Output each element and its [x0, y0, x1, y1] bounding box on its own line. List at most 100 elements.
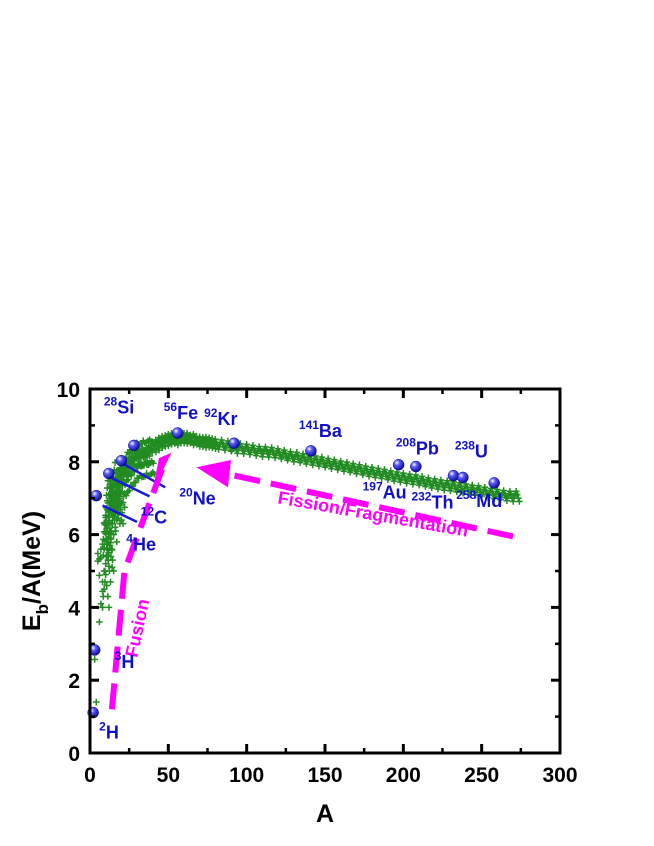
nucleus-cross-mark	[328, 463, 336, 470]
nucleus-cross-mark	[366, 470, 373, 478]
nucleus-mass-number: 92	[204, 406, 218, 420]
nucleus-symbol: Pb	[416, 439, 439, 459]
nucleus-mass-number: 2	[99, 720, 106, 734]
nucleus-cross-mark	[278, 453, 286, 461]
y-tick-label: 0	[68, 743, 80, 766]
nucleus-cross-mark	[119, 520, 127, 527]
nucleus-cross-mark	[132, 479, 139, 486]
nucleus-cross-mark	[309, 459, 317, 467]
nucleus-label-md258: 258Md	[456, 488, 502, 511]
nucleus-cross-mark	[266, 451, 273, 458]
nucleus-sphere-kr92	[228, 437, 240, 449]
nucleus-symbol: He	[133, 535, 156, 555]
nucleus-label-h2: 2H	[99, 720, 119, 743]
nucleus-label-au197: 197Au	[363, 480, 407, 503]
nucleus-label-c12: 12C	[141, 504, 167, 527]
nucleus-cross-mark	[284, 455, 292, 462]
nucleus-sphere-u238	[457, 471, 469, 484]
nucleus-sphere-ba141	[305, 445, 317, 457]
nucleus-cross-mark	[497, 494, 505, 501]
nucleus-cross-mark	[303, 458, 311, 465]
nucleus-sphere-c12	[103, 467, 115, 480]
nucleus-cross-mark	[479, 490, 486, 498]
x-tick-label: 150	[307, 764, 342, 787]
nucleus-cross-mark	[104, 556, 112, 564]
x-tick-label: 200	[386, 764, 421, 787]
nucleus-mass-number: 20	[179, 486, 193, 500]
nucleus-cross-mark	[100, 552, 107, 559]
nucleus-cross-mark	[516, 498, 523, 505]
nucleus-cross-mark	[441, 484, 449, 491]
nucleus-cross-mark	[114, 502, 122, 509]
nucleus-cross-mark	[101, 567, 109, 575]
y-axis-title-part: /A(MeV)	[18, 511, 46, 604]
nucleus-symbol: Kr	[217, 409, 237, 429]
x-tick-label: 0	[84, 764, 96, 787]
nucleus-cross-mark	[253, 450, 261, 457]
nucleus-cross-mark	[94, 550, 102, 557]
nucleus-cross-mark	[110, 567, 117, 575]
nucleus-cross-mark	[101, 578, 109, 586]
nucleus-symbol: C	[154, 507, 167, 527]
nucleus-mass-number: 238	[455, 438, 475, 452]
y-tick-label: 6	[68, 525, 80, 548]
nucleus-cross-mark	[429, 482, 436, 490]
nucleus-cross-mark	[241, 447, 248, 455]
nucleus-cross-mark	[105, 604, 113, 611]
y-axis-title-part: E	[18, 614, 46, 631]
nucleus-mass-number: 208	[396, 436, 416, 450]
y-tick-label: 4	[68, 597, 80, 620]
y-tick-label: 10	[57, 379, 80, 402]
nucleus-cross-mark	[108, 564, 116, 571]
nucleus-cross-mark	[322, 462, 330, 469]
x-tick-label: 300	[542, 764, 577, 787]
nucleus-symbol: Au	[383, 483, 407, 503]
nucleus-cross-mark	[460, 487, 467, 495]
nucleus-cross-mark	[126, 468, 134, 475]
nucleus-cross-mark	[272, 452, 279, 459]
nucleus-cross-mark	[247, 448, 254, 456]
y-axis-title-part: b	[33, 604, 52, 614]
nucleus-cross-mark	[466, 488, 474, 496]
x-tick-label: 250	[464, 764, 499, 787]
nucleus-cross-mark	[510, 494, 518, 502]
nucleus-mass-number: 232	[411, 490, 431, 504]
x-axis-title: A	[316, 800, 334, 828]
y-tick-label: 2	[68, 670, 80, 693]
nucleus-label-ne20: 20Ne	[179, 486, 215, 509]
nucleus-cross-mark	[215, 443, 223, 451]
nucleus-cross-mark	[109, 513, 117, 520]
nucleus-cross-mark	[385, 474, 392, 481]
nucleus-cross-mark	[397, 476, 405, 484]
nucleus-cross-mark	[259, 450, 267, 457]
nucleus-cross-mark	[100, 593, 107, 600]
highlighted-nuclei-series	[87, 427, 500, 719]
nucleus-cross-mark	[108, 520, 116, 527]
nucleus-mass-number: 3	[115, 649, 122, 663]
nucleus-cross-mark	[107, 578, 114, 586]
nucleus-cross-mark	[145, 459, 153, 467]
nucleus-cross-mark	[113, 538, 121, 546]
nucleus-cross-mark	[104, 538, 112, 546]
nucleus-cross-mark	[99, 604, 106, 611]
nucleus-cross-mark	[391, 475, 399, 483]
nucleus-cross-mark	[297, 457, 305, 464]
nucleus-cross-mark	[111, 516, 118, 524]
nucleus-cross-mark	[96, 618, 103, 626]
nucleus-cross-mark	[122, 492, 130, 499]
nucleus-cross-mark	[435, 483, 442, 491]
x-tick-label: 100	[229, 764, 264, 787]
fission-arrow-line	[224, 470, 514, 540]
nucleus-cross-mark	[378, 472, 386, 480]
nucleus-cross-mark	[422, 481, 430, 488]
nucleus-cross-mark	[316, 460, 323, 468]
nucleus-cross-mark	[485, 491, 493, 499]
nucleus-symbol: Md	[476, 491, 502, 511]
nucleus-cross-mark	[97, 600, 105, 608]
nucleus-sphere-au197	[392, 458, 405, 471]
nucleus-mass-number: 28	[104, 394, 118, 408]
fusion-arrow-line	[108, 468, 165, 710]
nucleus-sphere-he4	[90, 489, 103, 502]
nucleus-symbol: H	[121, 652, 134, 672]
